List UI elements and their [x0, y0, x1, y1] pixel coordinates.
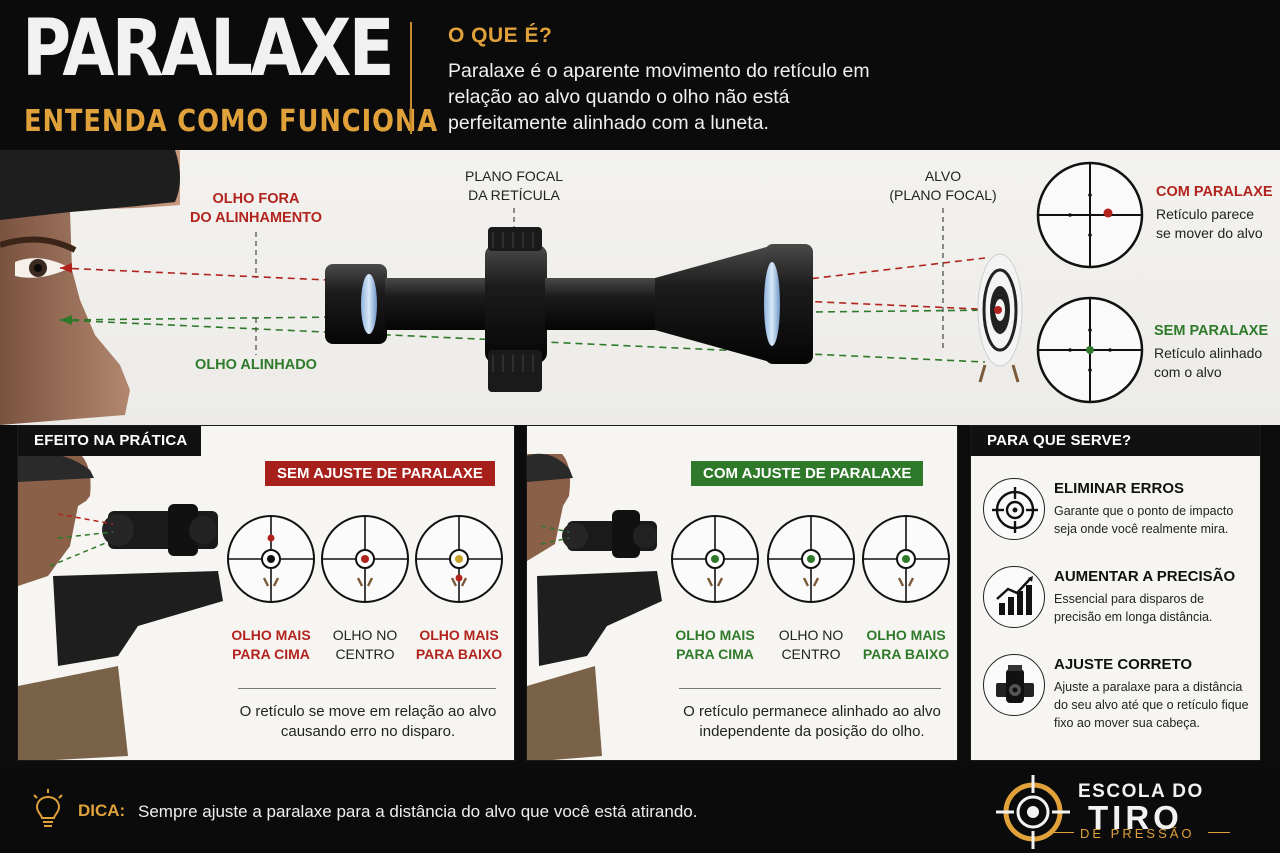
reticle-with-parallax: [1036, 161, 1144, 269]
panel-purpose: PARA QUE SERVE? ELIMINAR ERROS Garante q…: [970, 425, 1261, 761]
panel-divider: [238, 688, 496, 689]
with-adjustment-caption: O retículo permanece alinhado ao alvo in…: [683, 703, 941, 740]
brand-line-1: ESCOLA DO: [1078, 781, 1204, 802]
with-adjustment-pill: COM AJUSTE DE PARALAXE: [691, 461, 924, 486]
without-parallax-desc: Retículo alinhado com o alvo: [1154, 345, 1263, 380]
brand-rule-left: [1052, 832, 1074, 833]
purpose-title: AJUSTE CORRETO: [1054, 656, 1193, 673]
without-adjustment-caption: O retículo se move em relação ao alvo ca…: [239, 703, 497, 740]
reticle-without-parallax: [1036, 296, 1144, 404]
purpose-desc: Ajuste a paralaxe para a distância do se…: [1054, 680, 1249, 730]
focal-plane-label: PLANO FOCAL DA RETÍCULA: [464, 168, 564, 203]
without-parallax-note: SEM PARALAXE Retículo alinhado com o alv…: [1154, 322, 1280, 382]
label-aligned-down: OLHO MAIS PARA BAIXO: [862, 627, 950, 662]
definition-text: Paralaxe é o aparente movimento do retíc…: [448, 60, 870, 134]
with-parallax-title: COM PARALAXE: [1156, 184, 1273, 200]
reticle-eye-center: [321, 515, 409, 603]
purpose-title: AUMENTAR A PRECISÃO: [1054, 568, 1236, 585]
reticle-aligned-center: [767, 515, 855, 603]
tip-text: Sempre ajuste a paralaxe para a distânci…: [138, 802, 698, 821]
brand-line-2: TIRO: [1088, 799, 1183, 836]
paper-target: [977, 253, 1023, 383]
purpose-item-correct-adjustment: AJUSTE CORRETO Ajuste a paralaxe para a …: [983, 654, 1253, 732]
reticle-row-with: [671, 515, 950, 603]
shooter-illustration: [18, 453, 223, 760]
rifle-scope: [325, 227, 813, 392]
page-subtitle: ENTENDA COMO FUNCIONA: [24, 104, 439, 139]
header-divider: [410, 22, 412, 134]
purpose-desc: Garante que o ponto de impacto seja onde…: [1054, 504, 1234, 536]
label-eye-center: OLHO NO CENTRO: [332, 627, 398, 662]
scope-turret-icon: [983, 654, 1045, 716]
tip-label: DICA:: [78, 801, 126, 820]
panel-with-adjustment: COM AJUSTE DE PARALAXE OLHO MAIS P: [526, 425, 958, 761]
reticle-eye-up: [227, 515, 315, 603]
purpose-item-eliminate-errors: ELIMINAR ERROS Garante que o ponto de im…: [983, 478, 1253, 556]
brand-crosshair-logo: [996, 775, 1070, 849]
question-heading: O QUE É?: [448, 24, 553, 47]
with-parallax-note: COM PARALAXE Retículo parece se mover do…: [1156, 183, 1280, 243]
parallax-diagram: OLHO FORA DO ALINHAMENTO OLHO ALINHADO P…: [0, 150, 1280, 425]
header: PARALAXE ENTENDA COMO FUNCIONA O QUE É? …: [0, 0, 1280, 150]
brand-line-3: DE PRESSÃO: [1080, 826, 1195, 841]
with-parallax-desc: Retículo parece se mover do alvo: [1156, 206, 1263, 241]
without-adjustment-pill: SEM AJUSTE DE PARALAXE: [265, 461, 495, 486]
reticle-aligned-down: [862, 515, 950, 603]
eye-aligned-label: OLHO ALINHADO: [195, 357, 317, 373]
label-aligned-up: OLHO MAIS PARA CIMA: [675, 627, 755, 662]
without-parallax-title: SEM PARALAXE: [1154, 323, 1269, 339]
bar-chart-icon: [983, 566, 1045, 628]
purpose-desc: Essencial para disparos de precisão em l…: [1054, 592, 1213, 624]
diagram-illustration: [0, 150, 1144, 425]
label-eye-up: OLHO MAIS PARA CIMA: [231, 627, 311, 662]
shooter-face: [0, 150, 180, 425]
purpose-item-increase-precision: AUMENTAR A PRECISÃO Essencial para dispa…: [983, 566, 1253, 644]
reticle-aligned-up: [671, 515, 759, 603]
shooter-illustration-2: [527, 453, 662, 760]
purpose-title: ELIMINAR ERROS: [1054, 480, 1185, 497]
panel-divider-2: [679, 688, 941, 689]
panel-without-adjustment: EFEITO NA PRÁTICA SEM AJUSTE DE PARALAXE: [17, 425, 515, 761]
target-plane-label: ALVO (PLANO FOCAL): [889, 168, 997, 203]
label-aligned-center: OLHO NO CENTRO: [778, 627, 844, 662]
footer: DICA: Sempre ajuste a paralaxe para a di…: [0, 771, 1280, 853]
reticle-row-without: [227, 515, 503, 603]
eye-misaligned-label: OLHO FORA DO ALINHAMENTO: [189, 191, 323, 226]
reticle-eye-down: [415, 515, 503, 603]
crosshair-icon: [983, 478, 1045, 540]
lightbulb-icon: [33, 789, 63, 827]
section-tag-purpose: PARA QUE SERVE?: [971, 426, 1260, 456]
brand-rule-right: [1208, 832, 1230, 833]
section-tag-practice: EFEITO NA PRÁTICA: [18, 426, 202, 456]
label-eye-down: OLHO MAIS PARA BAIXO: [415, 627, 503, 662]
page-title: PARALAXE: [22, 4, 395, 94]
